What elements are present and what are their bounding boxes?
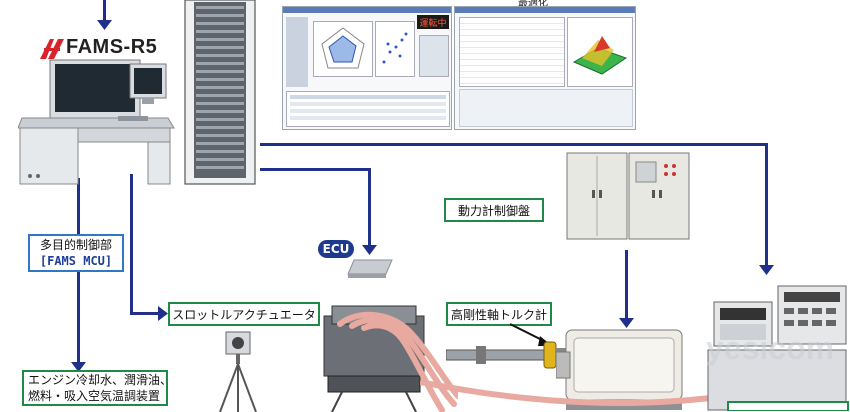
- screen-top-label: 最適化: [518, 0, 548, 9]
- arrow-head-mcu: [71, 362, 86, 372]
- arrow-head-ecu: [362, 245, 377, 255]
- fams-logo-text: FAMS-R5: [66, 36, 158, 58]
- line-right-vertical: [765, 143, 768, 268]
- mcu-label-line2: [FAMS MCU]: [39, 254, 113, 268]
- mcu-label: 多目的制御部 [FAMS MCU]: [28, 234, 124, 272]
- line-panel-vertical: [625, 250, 628, 320]
- software-screenshot-area: 最適化 運転中: [278, 0, 636, 130]
- dyno-panel-label: 動力計制御盤: [444, 198, 544, 222]
- arrow-head-panel: [619, 318, 634, 328]
- arrow-head-throttle: [158, 306, 168, 321]
- status-badge: 運転中: [417, 15, 449, 29]
- software-window-main: 運転中: [282, 6, 452, 130]
- operator-console: [18, 59, 175, 185]
- conditioner-label-line1: エンジン冷却水、潤滑油、: [28, 373, 173, 387]
- throttle-actuator-label: スロットルアクチュエータ: [168, 302, 320, 326]
- line-throttle-horizontal: [130, 312, 160, 315]
- server-rack: [184, 0, 256, 185]
- arrow-head-right: [759, 265, 774, 275]
- arrow-head-top: [97, 20, 112, 30]
- conditioner-label-line2: 燃料・吸入空気温調装置: [28, 389, 161, 403]
- dyno-control-cabinet: [566, 152, 690, 240]
- ecu-unit: [347, 259, 393, 278]
- line-right-horizontal: [260, 143, 768, 146]
- fams-logo-mark: [40, 38, 64, 59]
- line-top-arrow: [103, 0, 106, 24]
- dynamometer: [556, 329, 683, 410]
- line-ecu-vertical: [368, 168, 371, 248]
- torque-meter-label: 高剛性軸トルク計: [446, 302, 552, 326]
- tripod-sensor: [219, 331, 257, 412]
- radar-plot: [321, 27, 365, 69]
- ecu-badge: ECU: [318, 240, 354, 258]
- software-window-optimize: [454, 6, 636, 130]
- conditioner-equipment: [707, 285, 849, 411]
- line-mcu-vertical: [77, 178, 80, 366]
- fams-logo: FAMS-R5: [38, 36, 157, 59]
- scatter-plot: [382, 32, 408, 64]
- surface-plot: [572, 36, 628, 75]
- mcu-label-line1: 多目的制御部: [39, 238, 112, 252]
- line-throttle-vertical: [130, 174, 133, 314]
- conditioner-label: エンジン冷却水、潤滑油、 燃料・吸入空気温調装置: [22, 370, 172, 406]
- watermark: yesicom: [706, 330, 835, 366]
- line-ecu-horizontal: [260, 168, 370, 171]
